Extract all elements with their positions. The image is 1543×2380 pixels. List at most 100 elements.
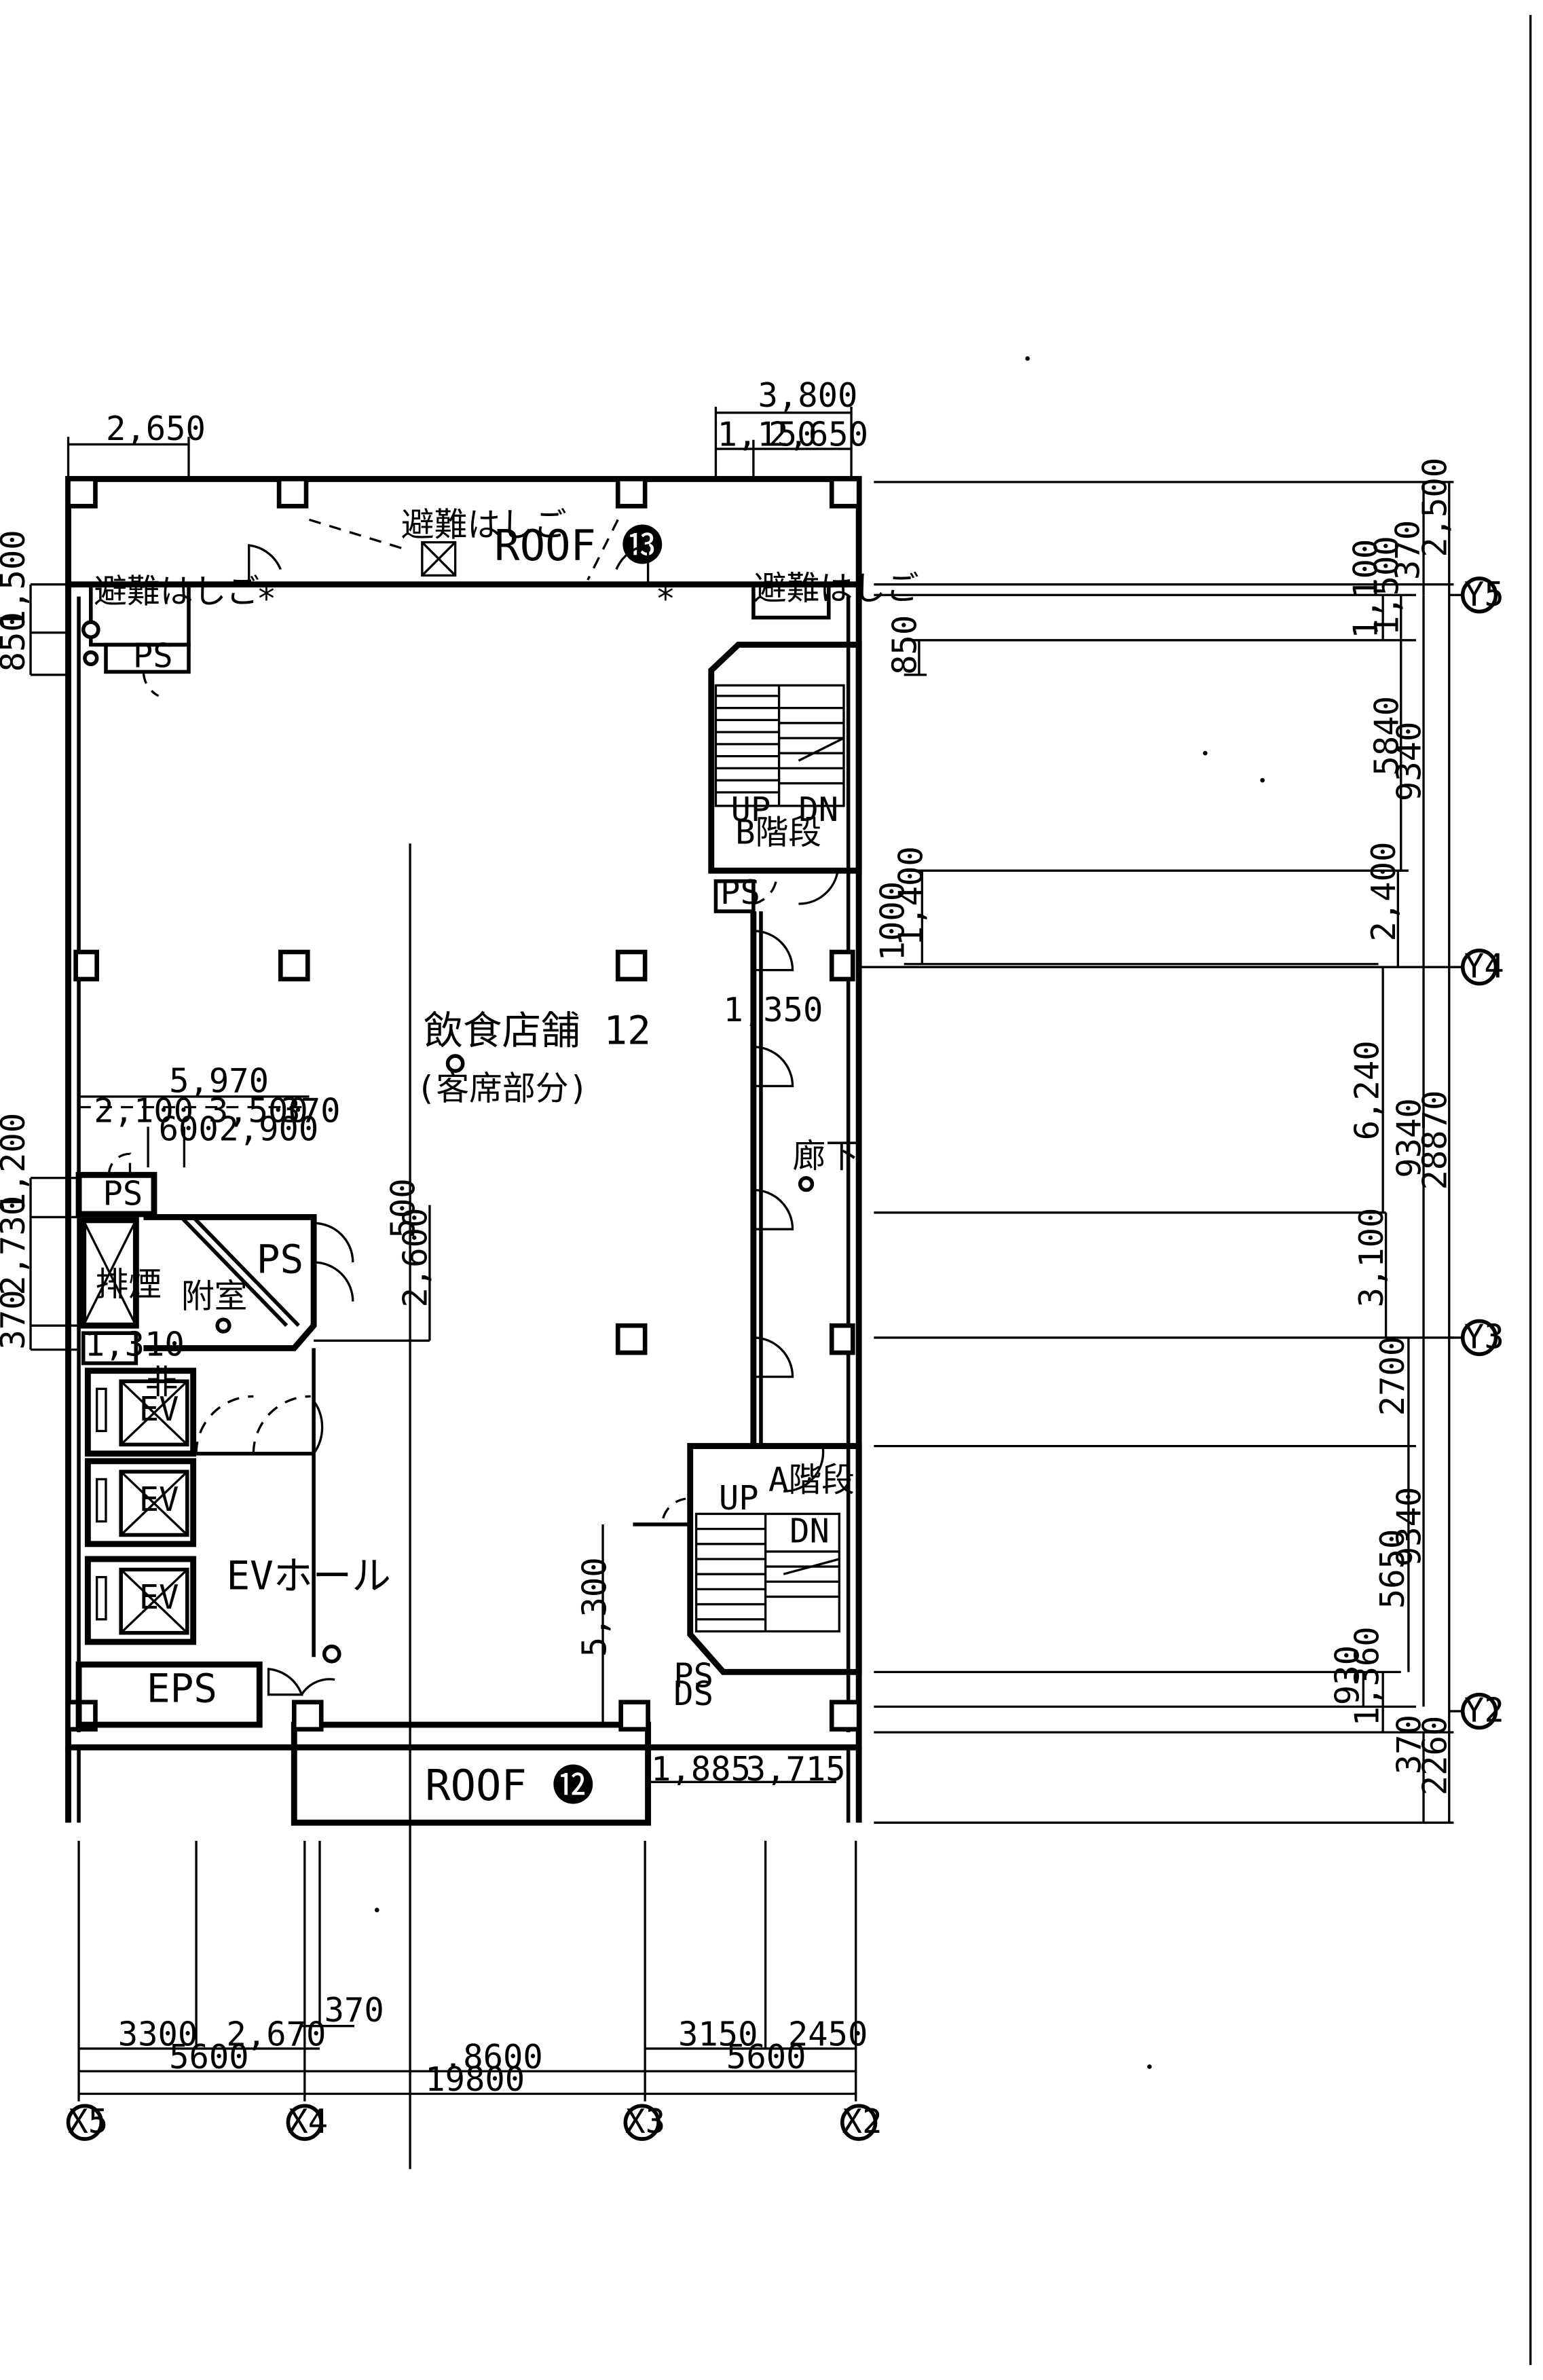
- dim-b-8600: .8600: [443, 2038, 543, 2076]
- corridor: 廊下 1,350: [724, 911, 859, 1446]
- ladder-label-right: 避難はしご: [754, 569, 919, 608]
- dim-r-2260: 2260: [1415, 1716, 1454, 1796]
- top-left-corner: 避難はしご PS: [81, 572, 259, 697]
- grid-x5: X5: [69, 2102, 109, 2141]
- dim-r-930: 930: [1328, 1645, 1367, 1705]
- dim-r-9340b: 9340: [1390, 1098, 1429, 1178]
- grid-y5: Y5: [1464, 575, 1504, 614]
- ladder-label-left: 避難はしご: [94, 572, 259, 610]
- dim-right-1400: 1,400: [891, 846, 930, 946]
- main-room-sub: (客席部分): [416, 1069, 589, 1107]
- dim-left-850: 850: [0, 612, 33, 672]
- dim-top-2650b: 2,650: [768, 416, 868, 454]
- dim-right-1000: 1000: [874, 881, 912, 962]
- dim-top-2650: 2,650: [106, 409, 206, 448]
- dim-2900: 2,900: [219, 1110, 318, 1148]
- right-grid: Y5 Y4 Y3 Y2: [1449, 575, 1504, 1730]
- dim-1310: 1,310: [85, 1325, 185, 1364]
- dim-500: 500: [384, 1178, 423, 1238]
- dim-r-1100: 1,100: [1346, 539, 1385, 639]
- stair-a-up: UP: [719, 1479, 759, 1518]
- annex-label: 附室: [181, 1277, 248, 1316]
- grid-bubble-x5: [66, 2104, 104, 2141]
- roof-bottom-label: ROOF ⓬: [425, 1761, 594, 1810]
- dim-left-1200: 1,200: [0, 1113, 33, 1213]
- dim-b-370: 370: [324, 1991, 384, 2030]
- eps-label: EPS: [147, 1666, 217, 1712]
- dim-r-2700: 2700: [1373, 1336, 1412, 1416]
- grid-bubble-x4: [286, 2104, 323, 2141]
- ladder-label-top: 避難はしご: [401, 506, 567, 545]
- stair-b-dn: DN: [798, 790, 838, 829]
- ev3-label: EV: [139, 1578, 179, 1617]
- dim-r-28870: 28870: [1415, 1091, 1454, 1190]
- dim-r-2400: 2,400: [1364, 842, 1403, 942]
- roof-top-label: ROOF ⓭: [494, 521, 663, 570]
- outer-walls: [65, 476, 862, 1826]
- dim-top-3800: 3,800: [758, 376, 858, 415]
- stair-a-dn: DN: [789, 1512, 830, 1551]
- dim-r-1360: 1,360: [1347, 1626, 1386, 1726]
- svg-text:*: *: [656, 579, 675, 618]
- dim-r-1500: 1,500: [1367, 536, 1406, 636]
- right-dimensions: 850 1000 1,400 370 2,500 1,100 1,500 584…: [859, 458, 1454, 1824]
- dim-r-3100: 3,100: [1352, 1208, 1391, 1308]
- interior: 飲食店舗 12 (客席部分) 500 2,600 5,300 ROOF ⓬ 1,…: [314, 843, 846, 2170]
- stair-a: A階段 UP DN PS DS: [633, 1443, 862, 1713]
- roof-top-area: 避難はしご ROOF ⓭ * *: [248, 506, 675, 618]
- dim-top-1150: 1,150: [718, 416, 817, 454]
- dim-b-2450: 2450: [788, 2015, 868, 2054]
- dim-right-850: 850: [885, 615, 924, 675]
- dim-5300: 5,300: [575, 1557, 614, 1657]
- grid-y3: Y3: [1464, 1317, 1504, 1356]
- dim-r-9340c: 9340: [1390, 1487, 1429, 1567]
- ps-stair-b-label: PS: [720, 873, 760, 912]
- psds-label-1: PS: [673, 1657, 713, 1696]
- dim-r-9340a: 9340: [1390, 722, 1429, 802]
- dim-r-5840: 5840: [1367, 696, 1406, 776]
- grid-bubble-x2: [840, 2104, 878, 2141]
- columns: [66, 477, 861, 1732]
- grid-x3: X3: [625, 2102, 665, 2141]
- dim-r-5650: 5650: [1373, 1529, 1412, 1609]
- ev-hall-label: EVホール: [226, 1552, 390, 1598]
- dim-600: 600: [159, 1110, 219, 1148]
- dim-left-2730: 2,730: [0, 1196, 33, 1296]
- dim-3715: 3,715: [746, 1750, 846, 1789]
- grid-bubble-x3: [623, 2104, 661, 2141]
- scan-specks: [374, 15, 1532, 2365]
- dim-left-370: 370: [0, 1290, 33, 1350]
- ps-center-label: PS: [257, 1237, 303, 1283]
- dim-r-6240: 6,240: [1347, 1040, 1386, 1140]
- ev1-tag: 非: [145, 1363, 179, 1402]
- dim-370-inner: 370: [280, 1092, 340, 1131]
- stair-b-label: B階段: [735, 813, 821, 852]
- psds-label-2: DS: [673, 1674, 713, 1713]
- grid-y2: Y2: [1464, 1691, 1504, 1730]
- dim-b-5600a: 5600: [169, 2038, 249, 2076]
- grid-x2: X2: [842, 2102, 882, 2141]
- left-dimensions: 1,500 850 1,200 2,730 370: [0, 530, 79, 1351]
- dim-b-2670: 2,670: [226, 2015, 326, 2054]
- dim-3500: 3,500: [208, 1092, 308, 1131]
- dim-r-370a: 370: [1388, 520, 1427, 580]
- main-room-title: 飲食店舗 12: [424, 1007, 651, 1053]
- grid-x4: X4: [288, 2102, 328, 2141]
- dim-2100: 2,100: [94, 1092, 193, 1131]
- dim-b-3300: 3300: [118, 2015, 198, 2054]
- dim-5970: 5,970: [169, 1061, 269, 1100]
- stair-b-up: UP: [731, 790, 771, 829]
- top-right-corner: 避難はしご: [751, 569, 919, 620]
- svg-text:*: *: [257, 579, 276, 618]
- corridor-label: 廊下: [793, 1137, 859, 1175]
- dim-b-5600b: 5600: [726, 2038, 806, 2076]
- grid-y4: Y4: [1464, 947, 1504, 986]
- bottom-grid: X5 X4 X3 X2: [66, 2102, 882, 2141]
- dim-r-370b: 370: [1390, 1715, 1429, 1774]
- ev1-label: EV: [139, 1390, 179, 1429]
- left-core: 5,970 2,100 3,500 370 600 2,900 PS 排煙 PS…: [75, 1061, 391, 1728]
- ps-top-left-label: PS: [133, 637, 173, 676]
- stair-b: UP DN B階段 PS: [708, 642, 862, 913]
- dim-1885: 1,885: [651, 1750, 751, 1789]
- smoke-label: 排煙: [95, 1265, 162, 1304]
